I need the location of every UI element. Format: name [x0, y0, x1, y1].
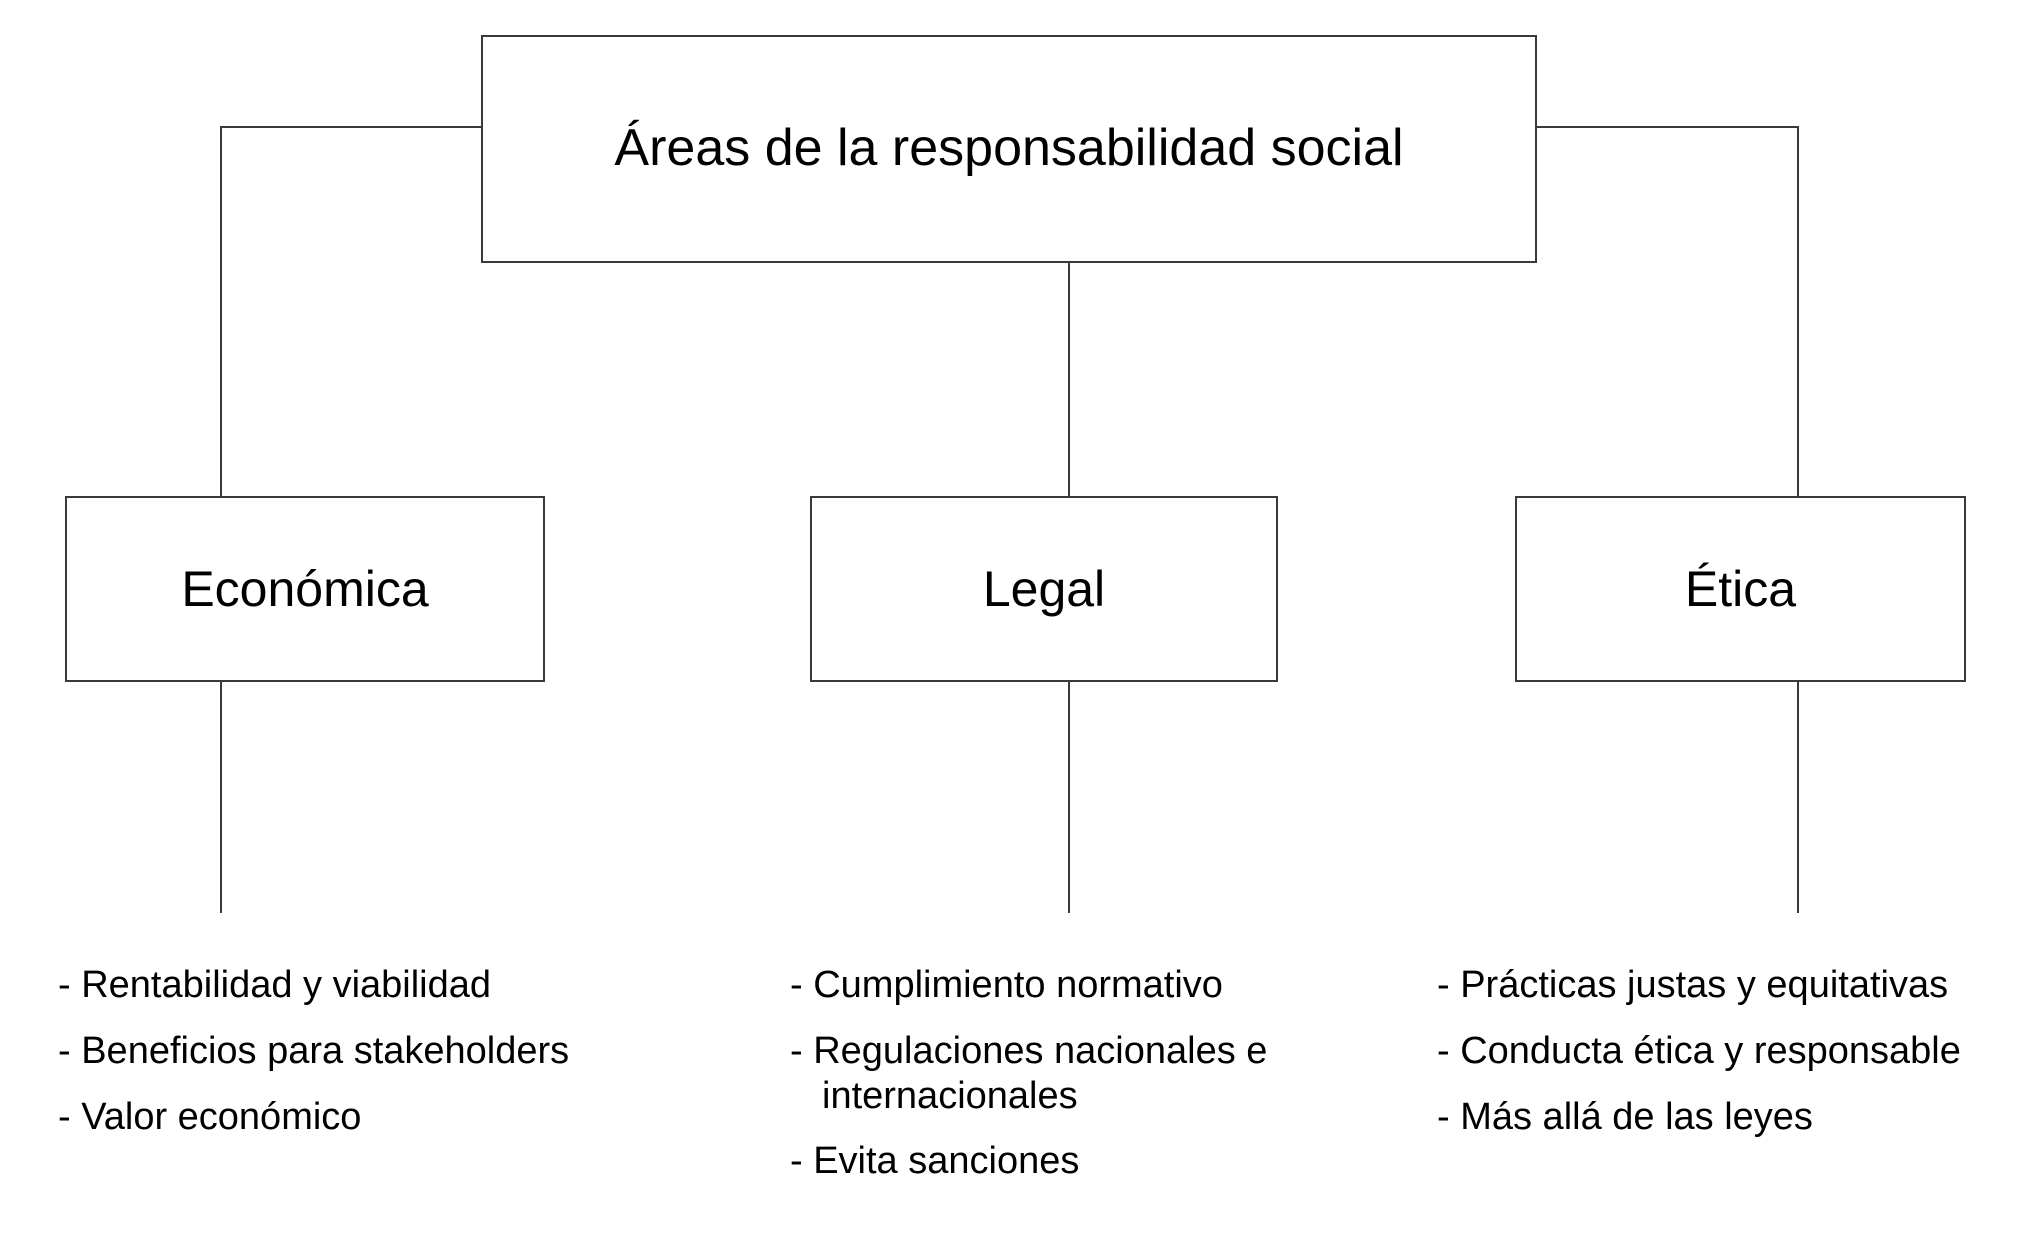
- connector-economica-to-details: [220, 681, 222, 913]
- branch-node-legal: Legal: [810, 496, 1278, 682]
- root-node-box: Áreas de la responsabilidad social: [481, 35, 1537, 263]
- detail-item: - Regulaciones nacionales e internaciona…: [790, 1029, 1268, 1117]
- detail-item: - Valor económico: [58, 1095, 362, 1138]
- detail-item: - Rentabilidad y viabilidad: [58, 964, 492, 1006]
- detail-item: - Conducta ética y responsable: [1437, 1029, 1961, 1072]
- detail-list-economica: - Rentabilidad y viabilidad - Beneficios…: [58, 963, 678, 1160]
- connector-legal-to-details: [1068, 681, 1070, 913]
- branch-node-label-economica: Económica: [181, 560, 429, 617]
- branch-node-economica: Económica: [65, 496, 545, 682]
- detail-item: - Evita sanciones: [790, 1140, 1080, 1183]
- detail-list-etica: - Prácticas justas y equitativas - Condu…: [1437, 963, 2017, 1160]
- detail-item: - Beneficios para stakeholders: [58, 1029, 570, 1072]
- branch-node-label-legal: Legal: [982, 560, 1106, 617]
- root-node-label: Áreas de la responsabilidad social: [614, 119, 1404, 178]
- connector-root-to-economica: [220, 126, 222, 498]
- branch-node-label-etica: Ética: [1684, 560, 1797, 617]
- detail-item: - Prácticas justas y equitativas: [1437, 964, 1949, 1006]
- branch-node-etica: Ética: [1515, 496, 1966, 682]
- connector-root-to-etica: [1797, 126, 1799, 498]
- detail-list-legal: - Cumplimiento normativo - Regulaciones …: [790, 963, 1310, 1205]
- detail-item: - Cumplimiento normativo: [790, 964, 1223, 1006]
- connector-etica-to-details: [1797, 681, 1799, 913]
- detail-item: - Más allá de las leyes: [1437, 1095, 1813, 1138]
- connector-root-to-legal: [1068, 261, 1070, 498]
